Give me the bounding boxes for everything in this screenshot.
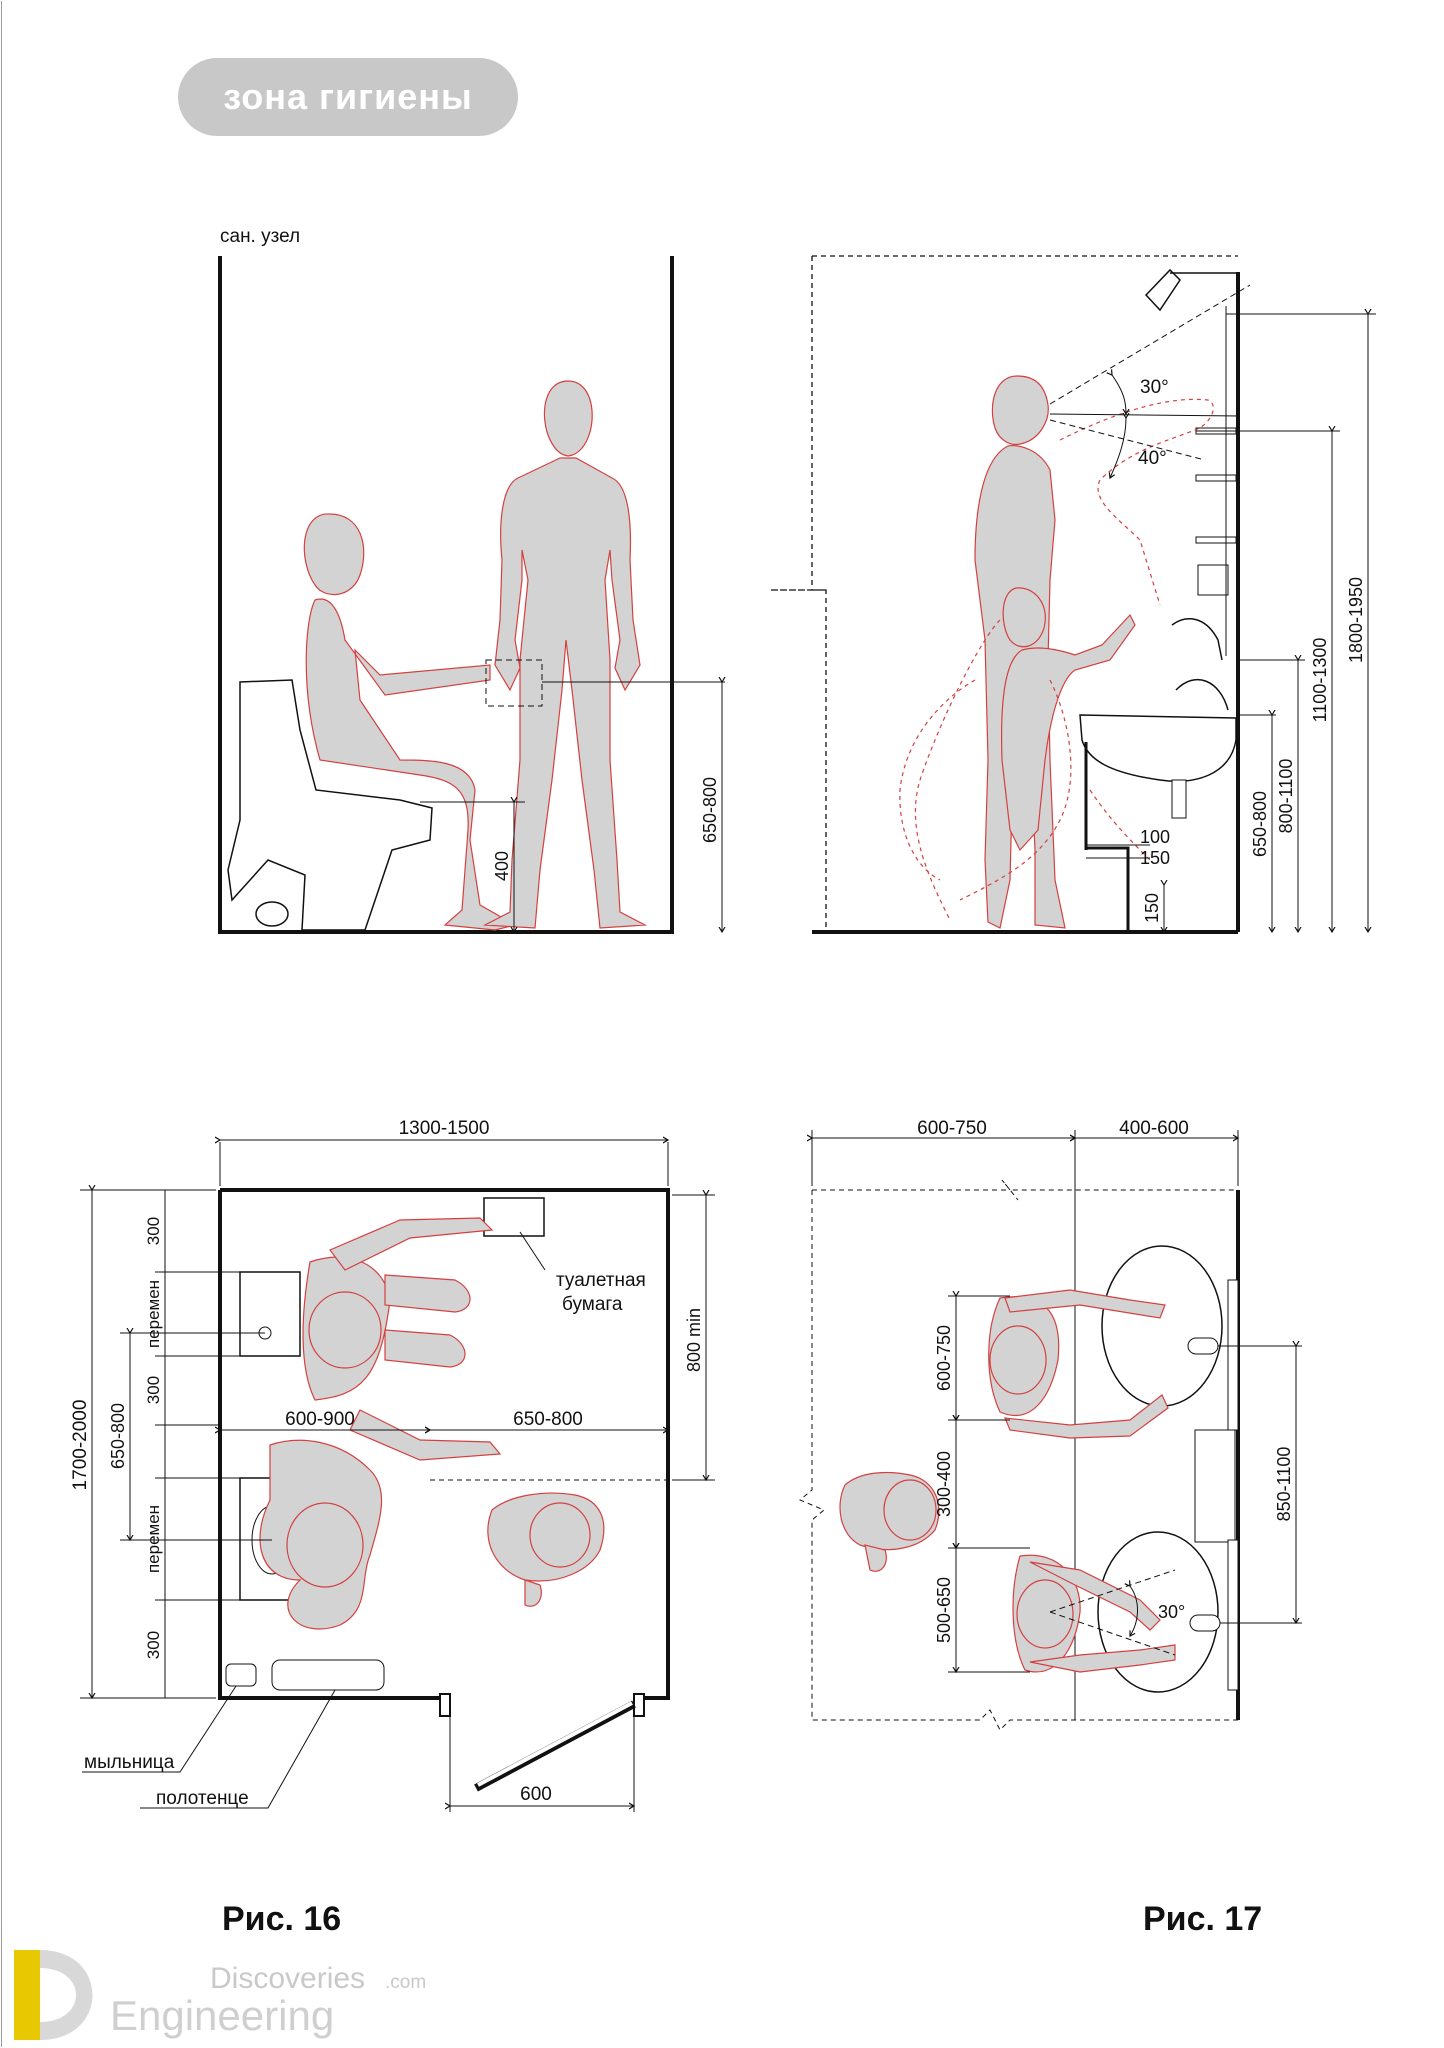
washbasin: [1079, 714, 1237, 782]
plan-human-figures: [259, 1217, 605, 1630]
plan-dim-door-label: 600: [520, 1784, 552, 1805]
room-label: сан. узел: [220, 226, 300, 247]
plan-dim-300-top-label: 300: [144, 1217, 163, 1245]
dim-800-1100-label: 800-1100: [1276, 759, 1296, 834]
fig17-plan: 30° 600-750 400-600 600-750 300-400 500-…: [799, 1118, 1302, 1731]
watermark-line1: Discoveries: [210, 1962, 365, 1995]
plan-dim-300-400-label: 300-400: [934, 1451, 954, 1517]
sink-pipe: [1171, 779, 1187, 819]
dim-100-label: 100: [1140, 827, 1170, 847]
plan-dim-300-mid-label: 300: [144, 1376, 163, 1404]
fig16-plan: 1300-1500 1700-2000 650-800 300 перемен …: [70, 1118, 715, 1812]
dim-1100-1300-label: 1100-1300: [1310, 638, 1330, 723]
soap-dish-icon: [225, 1663, 257, 1687]
figure-16-caption: Рис. 16: [222, 1900, 342, 1938]
watermark-logo: Discoveries .com Engineering: [14, 1950, 426, 2040]
plan-dim-650-800-label: 650-800: [108, 1403, 128, 1469]
dim-150b-label: 150: [1142, 893, 1162, 923]
cup-icon: [1197, 564, 1229, 596]
plan-dim-800min-label: 800 min: [684, 1308, 704, 1372]
plan-faucet-bottom-icon: [1189, 1614, 1221, 1632]
plan-dim-peremen-2-label: перемен: [144, 1505, 163, 1573]
plan-dim-400-600-label: 400-600: [1119, 1118, 1189, 1139]
plan-dim-850-1100-label: 850-1100: [1274, 1447, 1294, 1522]
watermark-line2: Engineering: [110, 1992, 334, 2039]
toilet-paper-label-line1: туалетная: [556, 1270, 646, 1291]
plan-dim-300-bot-label: 300: [144, 1631, 163, 1659]
fig17-elevation: 30° 40° 1800-1950 1100-1300 800-1100 650…: [770, 255, 1376, 934]
watermark-line1-suffix: .com: [385, 1972, 426, 1993]
dim-150-label: 150: [1140, 848, 1170, 868]
figure-17-caption: Рис. 17: [1143, 1900, 1263, 1938]
towel-label: полотенце: [156, 1788, 249, 1809]
plan-dim-600-900-label: 600-900: [285, 1409, 355, 1430]
lamp-icon: [1144, 268, 1181, 312]
plan-mirror-bottom: [1227, 1539, 1239, 1691]
standing-person-at-sink: [974, 375, 1136, 929]
toilet-paper-label-line2: бумага: [562, 1294, 623, 1315]
towel-rail-icon: [271, 1659, 385, 1691]
upper-faucet-icon: [1171, 618, 1223, 661]
bending-motion-outlines: [899, 398, 1214, 921]
angle-30-label: 30°: [1140, 377, 1169, 398]
toilet-bowl-shape: [255, 901, 289, 927]
plan-washbasin-top: [1101, 1245, 1223, 1407]
soap-dish-label: мыльница: [84, 1752, 175, 1773]
plan-dim-500-650-label: 500-650: [934, 1577, 954, 1643]
plan-shelf: [1194, 1429, 1236, 1543]
plan-people-at-basins: [839, 1289, 1176, 1673]
dim-650-800-label: 650-800: [1250, 791, 1270, 857]
plan-sink-cabinet: [239, 1271, 301, 1357]
dim-1800-1950-label: 1800-1950: [1346, 577, 1366, 663]
plan-dim-peremen-1-label: перемен: [144, 1280, 163, 1348]
room-wall: [218, 256, 674, 934]
seated-human-figure: [303, 513, 517, 931]
dim-650-800-label: 650-800: [700, 777, 720, 843]
plan-mirror-top: [1227, 1279, 1239, 1431]
toilet-outline: [227, 679, 433, 931]
plan-dim-depth-label: 1700-2000: [70, 1400, 91, 1491]
toilet-paper-holder-icon: [483, 1197, 545, 1237]
plan-faucet-top-icon: [1187, 1337, 1219, 1355]
shelf: [1195, 536, 1237, 544]
plan-angle-30-label: 30°: [1158, 1602, 1185, 1622]
angle-40-label: 40°: [1138, 448, 1167, 469]
dim-400-label: 400: [492, 851, 512, 881]
plan-dim-600-750-side-label: 600-750: [934, 1325, 954, 1391]
watermark-logo-icon: [14, 1950, 40, 2040]
page-title: зона гигиены: [178, 58, 518, 136]
faucet-icon: [1175, 679, 1229, 711]
plan-dim-650-800h-label: 650-800: [513, 1409, 583, 1430]
standing-human-figure: [482, 380, 648, 929]
plan-dim-width-label: 1300-1500: [399, 1118, 490, 1139]
shelf: [1195, 474, 1237, 482]
fig16-elevation: сан. узел 650-800 400: [218, 226, 725, 934]
plan-dim-600-750-top-label: 600-750: [917, 1118, 987, 1139]
